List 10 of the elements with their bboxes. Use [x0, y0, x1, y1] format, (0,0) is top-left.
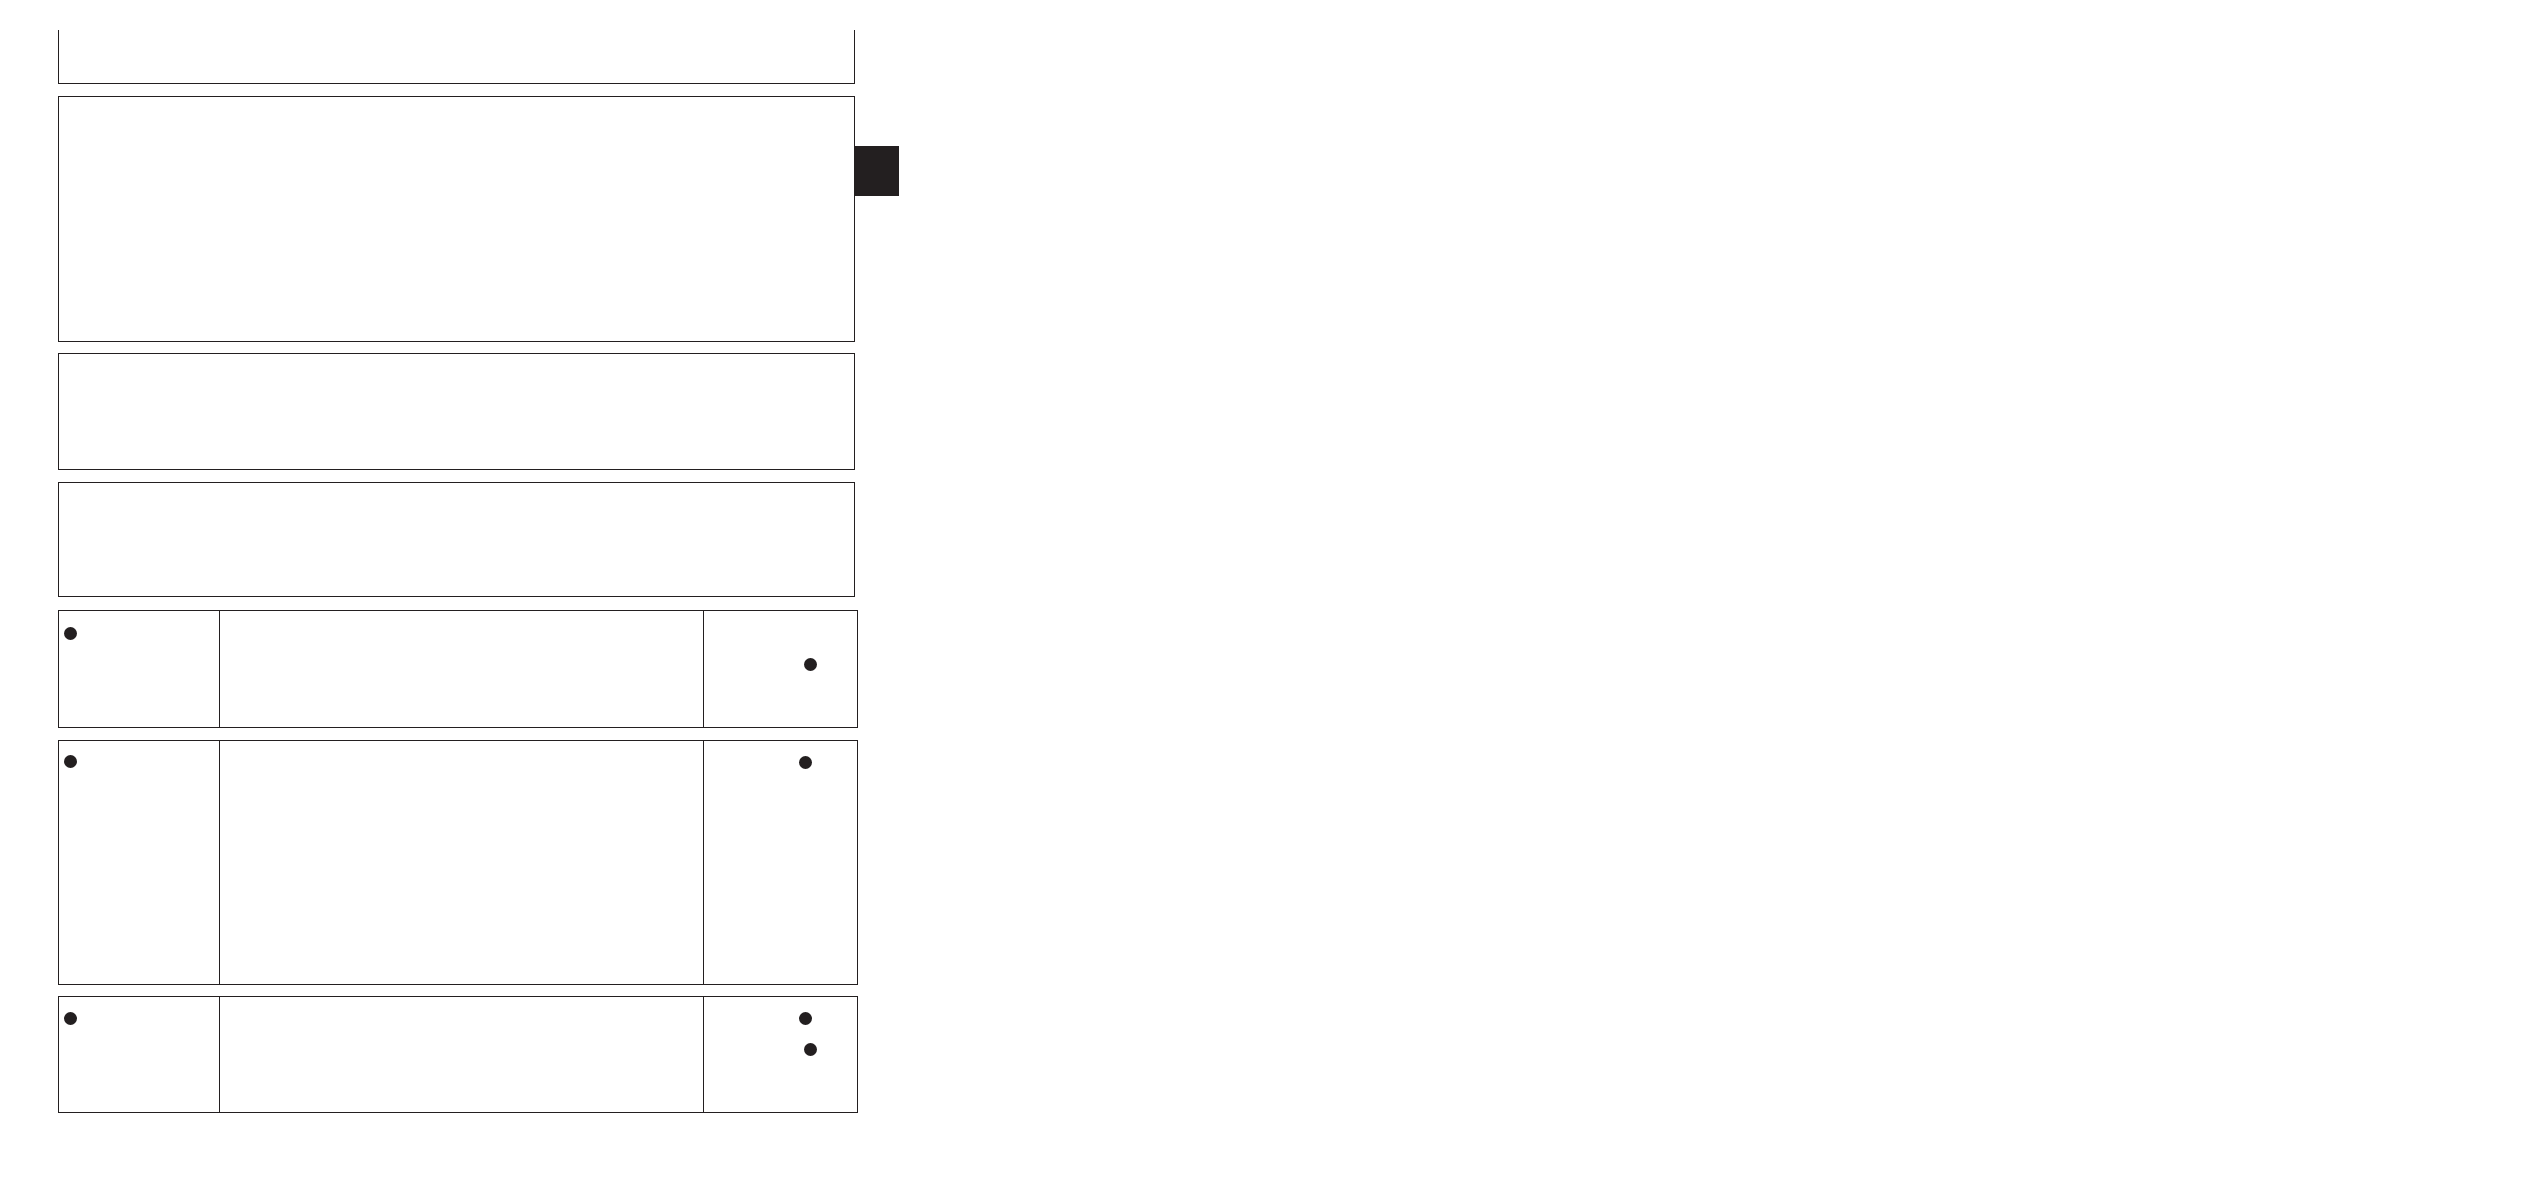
empty-box: [58, 30, 855, 84]
table-row: [58, 610, 855, 727]
table-row: [58, 740, 855, 984]
empty-box: [58, 482, 855, 597]
empty-box: [58, 96, 855, 342]
table-row: [58, 996, 855, 1112]
table-cell: [702, 995, 858, 1113]
table-cell: [702, 739, 858, 985]
table-cell: [702, 609, 858, 728]
empty-box: [58, 353, 855, 470]
